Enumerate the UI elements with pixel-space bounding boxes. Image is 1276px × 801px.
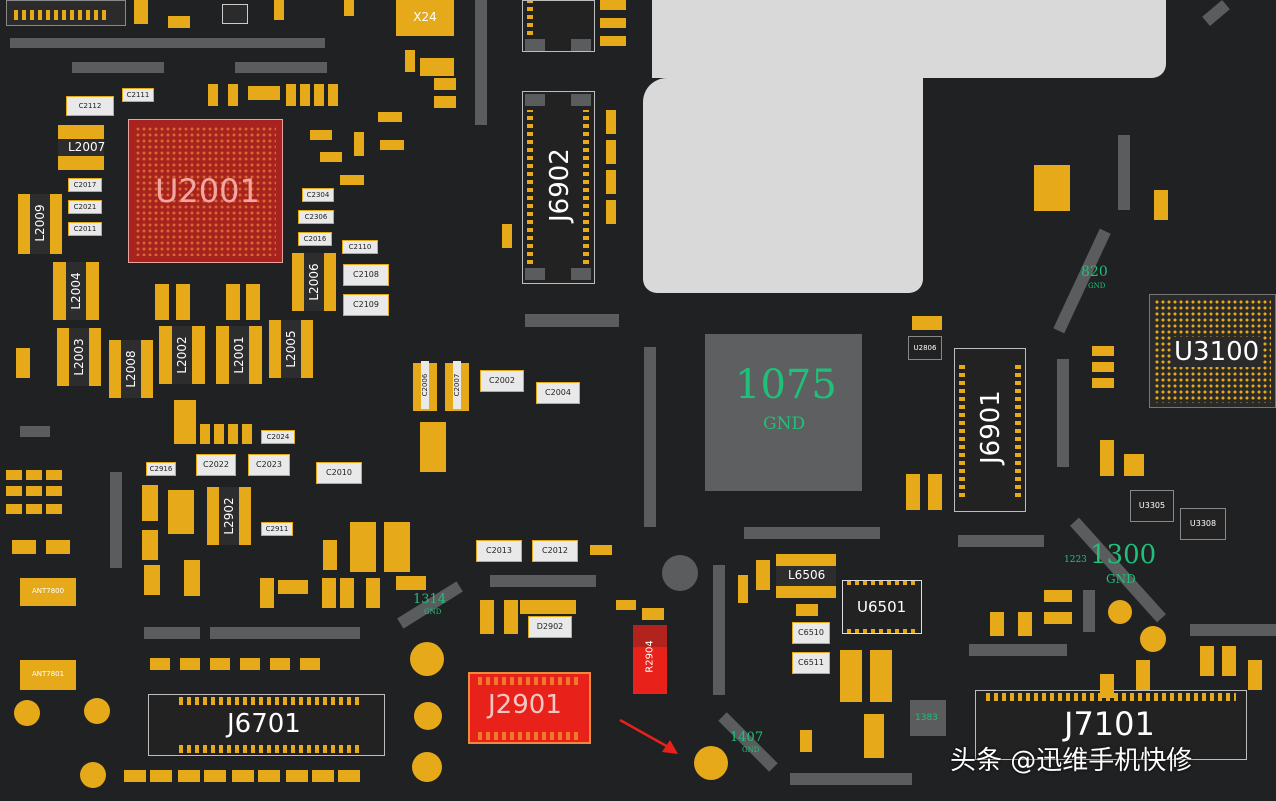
- c2002-cap[interactable]: C2002: [480, 370, 524, 392]
- j2901-label: J2901: [488, 690, 562, 720]
- j2901-connector[interactable]: J2901: [468, 672, 591, 744]
- c2011-cap[interactable]: C2011: [68, 222, 102, 236]
- l2002-label: L2002: [175, 336, 189, 374]
- gnd-pad-1407-name: GND: [742, 746, 760, 754]
- c2023-cap[interactable]: C2023: [248, 454, 290, 476]
- c2306-cap[interactable]: C2306: [298, 210, 334, 224]
- u6501-chip[interactable]: U6501: [842, 580, 922, 634]
- j6901-connector[interactable]: J6901: [954, 348, 1026, 512]
- gnd-pad-1075-name: GND: [763, 414, 806, 434]
- j6701-label: J6701: [227, 709, 301, 739]
- u3100-label: U3100: [1172, 337, 1262, 367]
- c2304-cap[interactable]: C2304: [302, 188, 334, 202]
- u3308-chip[interactable]: U3308: [1180, 508, 1226, 540]
- l2008-label: L2008: [124, 350, 138, 388]
- c2010-cap[interactable]: C2010: [316, 462, 362, 484]
- c2022-cap[interactable]: C2022: [196, 454, 236, 476]
- c2021-cap[interactable]: C2021: [68, 200, 102, 214]
- u2001-chip[interactable]: U2001: [128, 119, 283, 263]
- r2904-label: R2904: [644, 640, 656, 673]
- c2004-cap[interactable]: C2004: [536, 382, 580, 404]
- j-top-connector: [522, 0, 595, 52]
- l2007-label: L2007: [68, 140, 106, 154]
- l2003-label: L2003: [72, 338, 86, 376]
- shield-area: [652, 0, 1166, 78]
- watermark-text: 头条 @迅维手机快修: [950, 746, 1193, 776]
- x24-crystal[interactable]: X24: [396, 0, 454, 36]
- u2806-chip[interactable]: U2806: [908, 336, 942, 360]
- c2007-cap[interactable]: C2007: [445, 361, 469, 411]
- gnd-pad-1075[interactable]: 1075 GND: [705, 334, 862, 491]
- c2012-cap[interactable]: C2012: [532, 540, 578, 562]
- c2017-cap[interactable]: C2017: [68, 178, 102, 192]
- c2109-cap[interactable]: C2109: [343, 294, 389, 316]
- c2110-cap[interactable]: C2110: [342, 240, 378, 254]
- c2111-cap[interactable]: C2111: [122, 88, 154, 102]
- l2008-inductor[interactable]: L2008: [109, 340, 153, 398]
- gnd-pad-1300-name: GND: [1106, 572, 1136, 586]
- gnd-pad-820-name: GND: [1088, 282, 1106, 290]
- j7101-label: J7101: [1064, 705, 1155, 743]
- ant7801-pad[interactable]: ANT7801: [20, 660, 76, 690]
- j6701-connector[interactable]: J6701: [148, 694, 385, 756]
- u2001-label: U2001: [155, 172, 260, 210]
- c2911-cap[interactable]: C2911: [261, 522, 293, 536]
- l2004-label: L2004: [69, 272, 83, 310]
- l2004-inductor[interactable]: L2004: [53, 262, 99, 320]
- shield-area-lower: [643, 78, 923, 293]
- r2904-resistor[interactable]: R2904: [633, 625, 667, 694]
- c2006-cap[interactable]: C2006: [413, 361, 437, 411]
- l2009-inductor[interactable]: L2009: [18, 194, 62, 254]
- d2902-diode[interactable]: D2902: [528, 616, 572, 638]
- gnd-pad-1223-count: 1223: [1064, 555, 1087, 565]
- l2002-inductor[interactable]: L2002: [159, 326, 205, 384]
- l2003-inductor[interactable]: L2003: [57, 328, 101, 386]
- gnd-pad-1314-count: 1314: [413, 592, 447, 607]
- gnd-pad-1383-label: 1383: [915, 713, 938, 723]
- l2009-label: L2009: [33, 204, 47, 242]
- gnd-pad-1075-count: 1075: [735, 362, 837, 408]
- l2902-label: L2902: [222, 497, 236, 535]
- u3100-chip[interactable]: U3100: [1149, 294, 1276, 408]
- l2007-inductor[interactable]: L2007: [58, 125, 106, 170]
- c2108-cap[interactable]: C2108: [343, 264, 389, 286]
- u3305-chip[interactable]: U3305: [1130, 490, 1174, 522]
- l2001-label: L2001: [232, 336, 246, 374]
- c2013-cap[interactable]: C2013: [476, 540, 522, 562]
- c2016-cap[interactable]: C2016: [298, 232, 332, 246]
- c2112-cap[interactable]: C2112: [66, 96, 114, 116]
- gnd-pad-1314-name: GND: [424, 608, 442, 616]
- arrow-annotation-icon: [619, 718, 678, 754]
- j6902-connector[interactable]: J6902: [522, 91, 595, 284]
- l2005-inductor[interactable]: L2005: [269, 320, 313, 378]
- l6506-label: L6506: [788, 568, 826, 582]
- ant7800-pad[interactable]: ANT7800: [20, 578, 76, 606]
- c6510-cap[interactable]: C6510: [792, 622, 830, 644]
- l2001-inductor[interactable]: L2001: [216, 326, 262, 384]
- u6501-label: U6501: [857, 598, 907, 616]
- c2916-cap[interactable]: C2916: [146, 462, 176, 476]
- l2902-inductor[interactable]: L2902: [207, 487, 251, 545]
- j6901-label: J6901: [976, 390, 1006, 464]
- c2024-cap[interactable]: C2024: [261, 430, 295, 444]
- l2006-inductor[interactable]: L2006: [292, 253, 336, 311]
- gnd-pad-1407-count: 1407: [730, 730, 764, 745]
- gnd-pad-820-count: 820: [1081, 264, 1108, 280]
- c6511-cap[interactable]: C6511: [792, 652, 830, 674]
- l2005-label: L2005: [284, 330, 298, 368]
- l6506-inductor[interactable]: L6506: [776, 554, 836, 598]
- j6902-label: J6902: [545, 148, 575, 222]
- l2006-label: L2006: [307, 263, 321, 301]
- gnd-pad-1300-count: 1300: [1090, 540, 1157, 570]
